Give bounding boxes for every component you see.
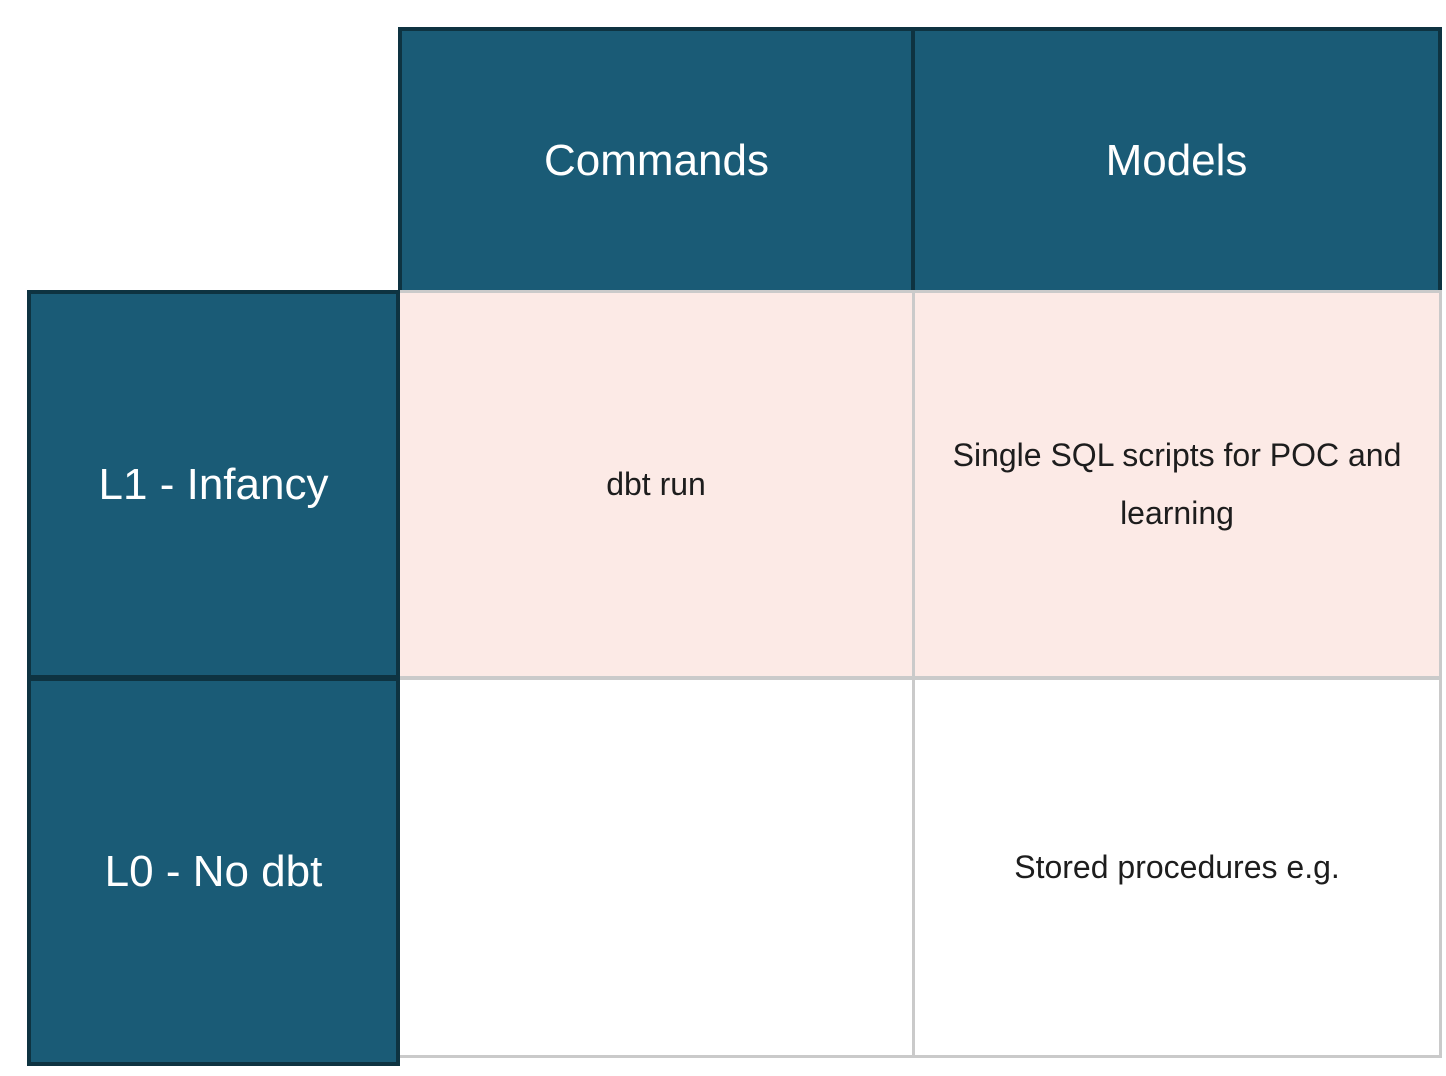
row-header-l0-label: L0 - No dbt — [104, 846, 323, 896]
column-header-models-label: Models — [1105, 135, 1248, 185]
cell-l0-commands — [400, 678, 915, 1058]
cell-l1-commands-text: dbt run — [606, 465, 706, 502]
cell-l1-commands: dbt run — [400, 290, 915, 678]
column-header-models: Models — [915, 27, 1442, 290]
row-header-l0-no-dbt: L0 - No dbt — [27, 678, 400, 1066]
column-header-commands-label: Commands — [544, 135, 769, 185]
cell-l1-models: Single SQL scripts for POC and learning — [915, 290, 1442, 678]
row-header-l1-infancy: L1 - Infancy — [27, 290, 400, 678]
column-header-commands: Commands — [398, 27, 915, 290]
row-header-l1-label: L1 - Infancy — [98, 459, 329, 509]
cell-l0-models: Stored procedures e.g. — [915, 678, 1442, 1058]
cell-l0-models-text: Stored procedures e.g. — [1014, 848, 1340, 885]
cell-l1-models-text: Single SQL scripts for POC and learning — [952, 436, 1402, 531]
